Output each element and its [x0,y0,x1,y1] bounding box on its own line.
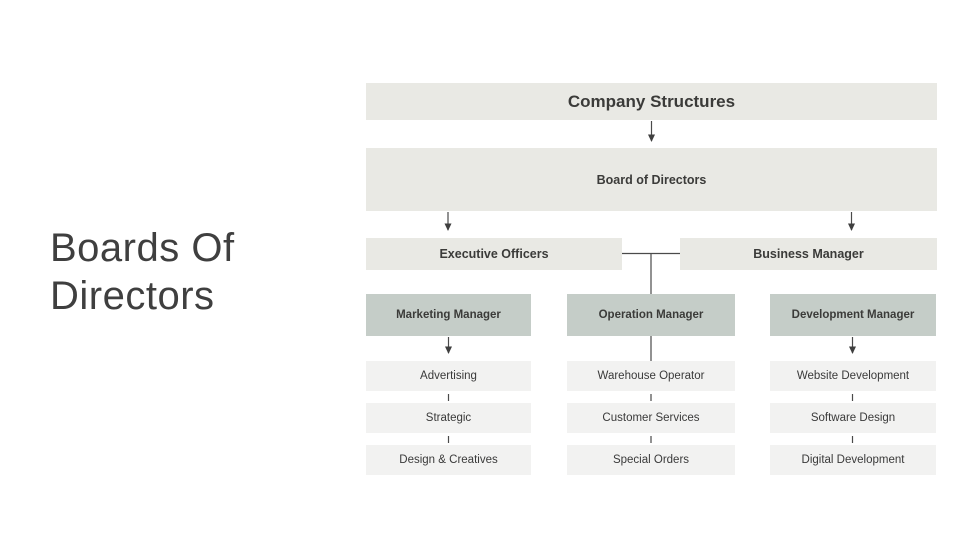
org-node-company-structures: Company Structures [366,83,937,120]
org-node-business-manager: Business Manager [680,238,937,270]
org-node-customer-services: Customer Services [567,403,735,433]
org-node-digital-development: Digital Development [770,445,936,475]
org-node-operation-manager: Operation Manager [567,294,735,336]
org-node-development-manager: Development Manager [770,294,936,336]
org-node-special-orders: Special Orders [567,445,735,475]
org-node-strategic: Strategic [366,403,531,433]
org-node-software-design: Software Design [770,403,936,433]
org-node-design-creatives: Design & Creatives [366,445,531,475]
org-node-executive-officers: Executive Officers [366,238,622,270]
org-node-warehouse-operator: Warehouse Operator [567,361,735,391]
org-node-marketing-manager: Marketing Manager [366,294,531,336]
org-node-advertising: Advertising [366,361,531,391]
slide-title: Boards Of Directors [50,226,235,318]
org-node-website-development: Website Development [770,361,936,391]
org-node-board-of-directors: Board of Directors [366,148,937,211]
